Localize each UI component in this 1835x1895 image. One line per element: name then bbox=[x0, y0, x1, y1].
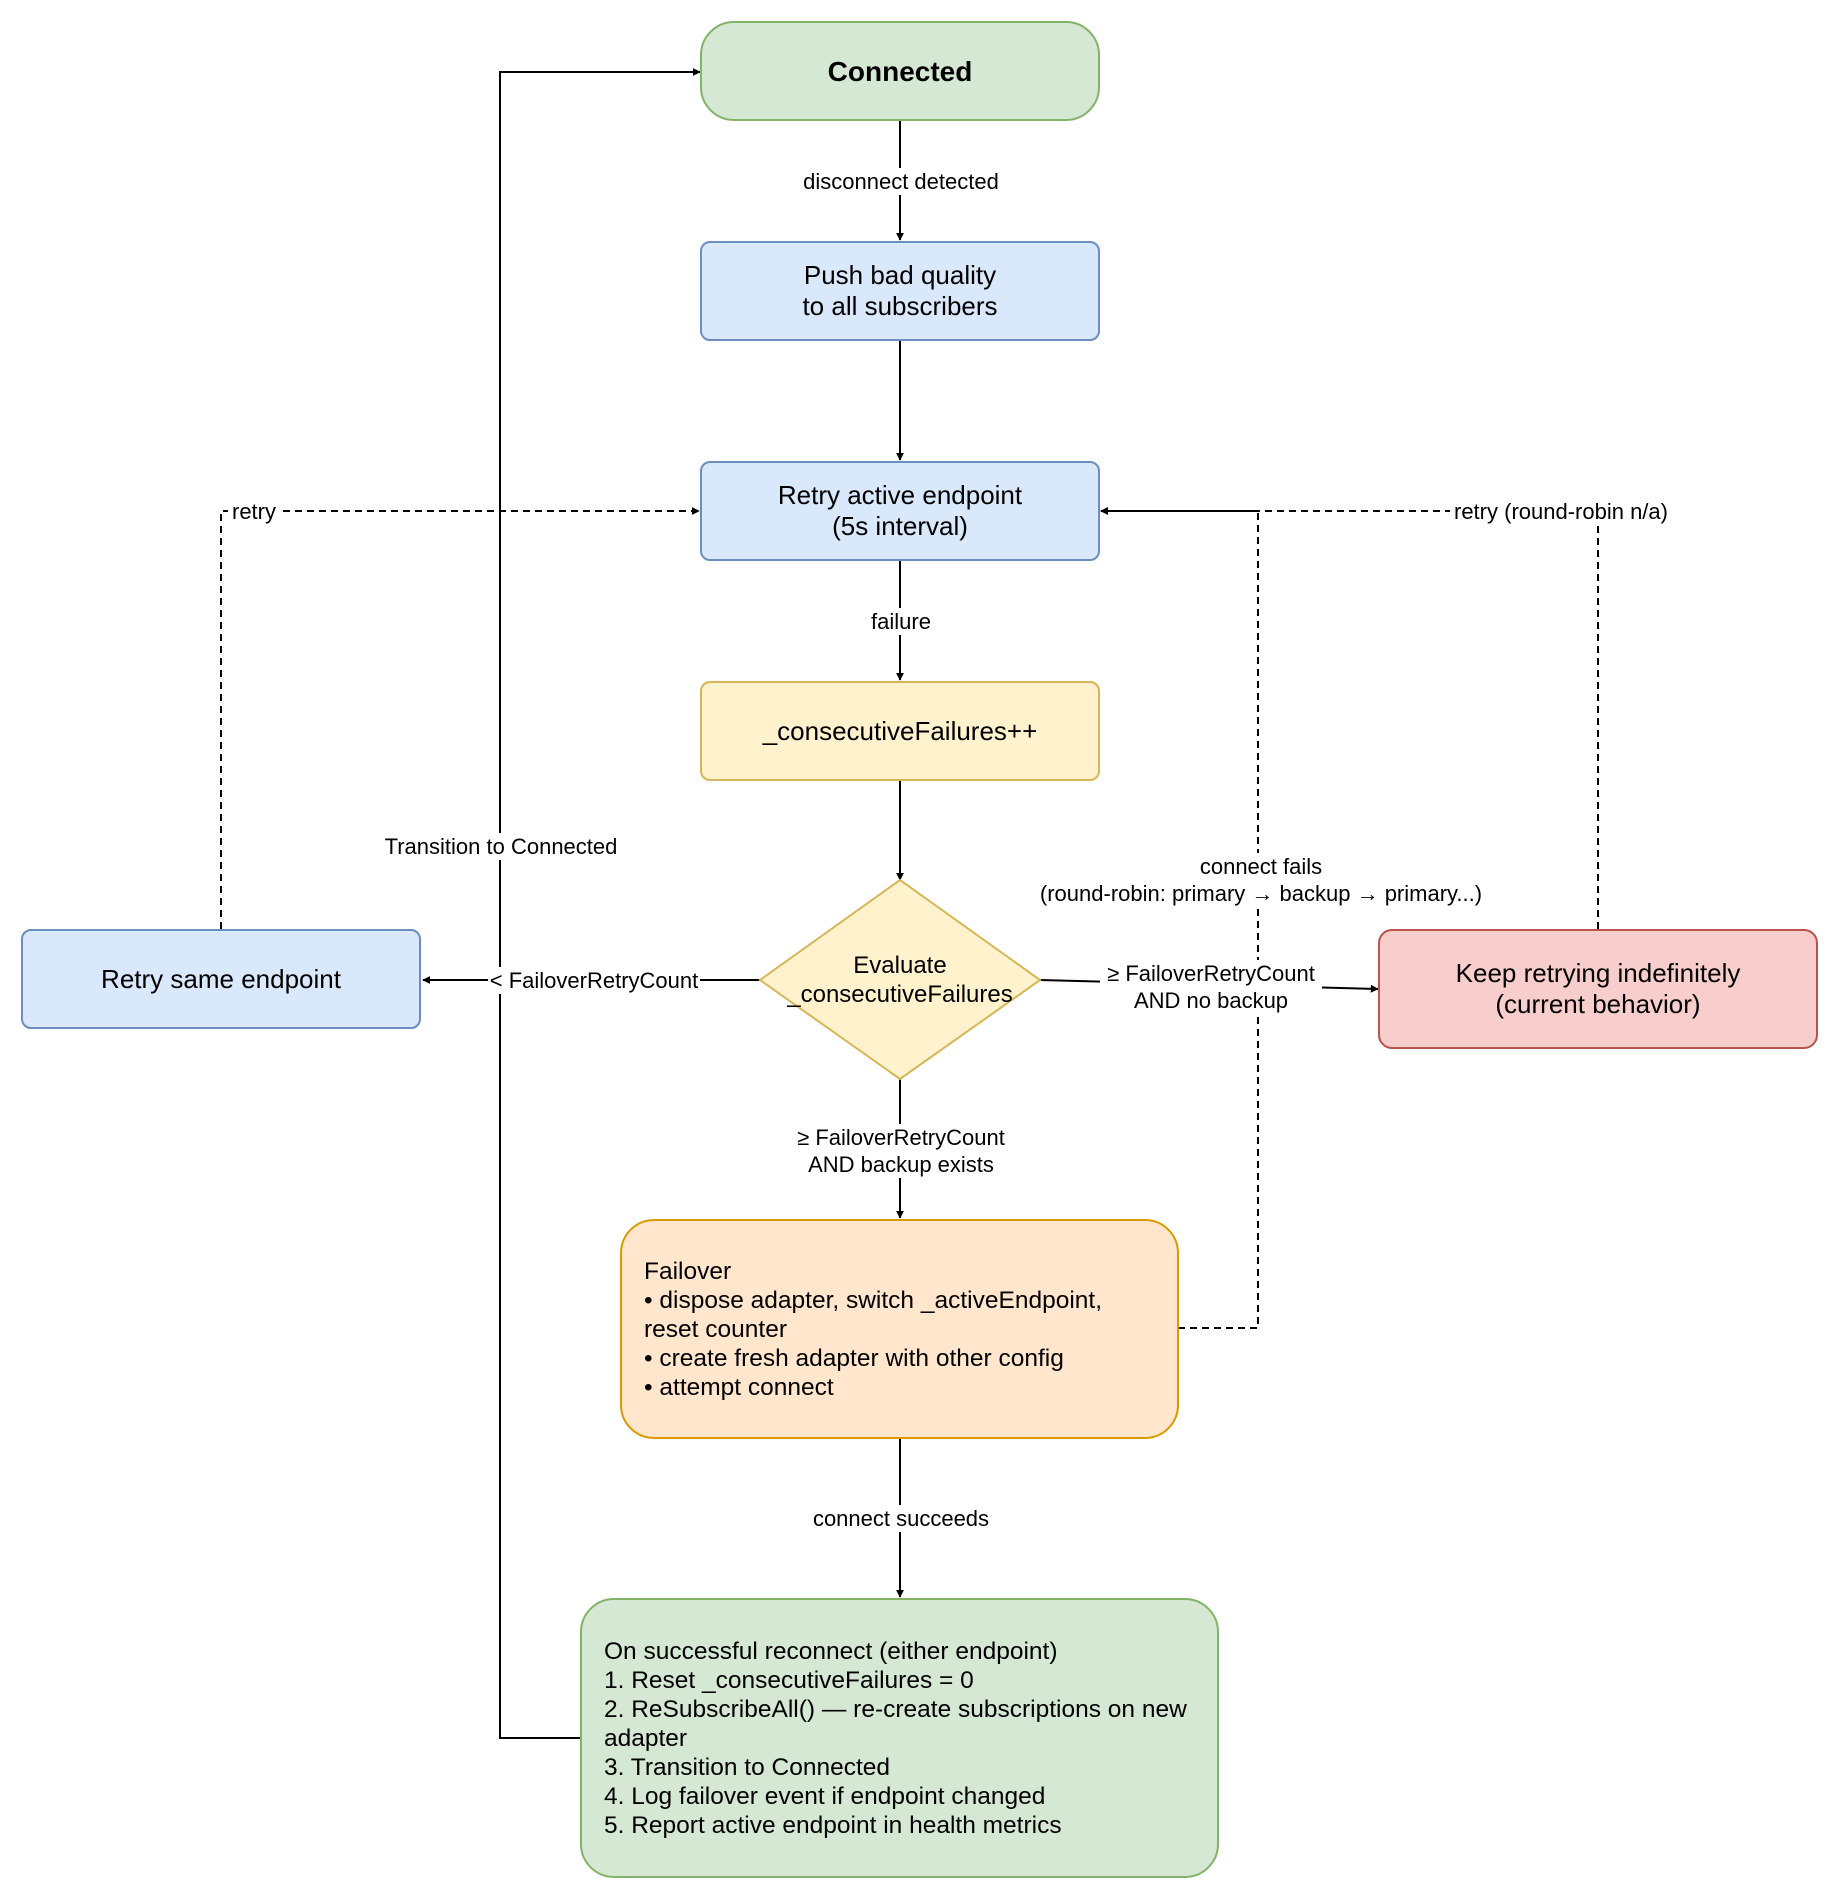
edge-label-ge-backup-exists: ≥ FailoverRetryCount AND backup exists bbox=[790, 1124, 1012, 1178]
failover-node: Failover • dispose adapter, switch _acti… bbox=[620, 1219, 1179, 1439]
edge-failover-to-retry-active bbox=[1100, 507, 1259, 1329]
consecutive-failures-node: _consecutiveFailures++ bbox=[700, 681, 1100, 781]
edge-label-connect-fails: connect fails (round-robin: primary → ba… bbox=[1035, 853, 1487, 907]
edge-reconnect-to-connected bbox=[499, 68, 701, 1739]
retry-active-endpoint-node: Retry active endpoint (5s interval) bbox=[700, 461, 1100, 561]
edge-label-disconnect-detected: disconnect detected bbox=[790, 168, 1012, 195]
retry-same-endpoint-node: Retry same endpoint bbox=[21, 929, 421, 1029]
edge-keep-retrying-to-retry-active bbox=[1100, 507, 1599, 929]
evaluate-diamond-shape bbox=[758, 878, 1042, 1081]
successful-reconnect-node: On successful reconnect (either endpoint… bbox=[580, 1598, 1219, 1878]
edge-label-failure: failure bbox=[860, 608, 942, 635]
edge-retry-same-to-retry-active bbox=[220, 507, 700, 929]
push-bad-quality-node: Push bad quality to all subscribers bbox=[700, 241, 1100, 341]
evaluate-decision-label: Evaluate _consecutiveFailures bbox=[787, 952, 1013, 1008]
edge-label-retry: retry bbox=[228, 498, 280, 525]
edge-label-transition-to-connected: Transition to Connected bbox=[380, 833, 622, 860]
edge-label-retry-round-robin: retry (round-robin n/a) bbox=[1450, 498, 1672, 525]
edge-label-connect-succeeds: connect succeeds bbox=[800, 1505, 1002, 1532]
keep-retrying-node: Keep retrying indefinitely (current beha… bbox=[1378, 929, 1818, 1049]
edge-label-less-than-retry-count: < FailoverRetryCount bbox=[488, 967, 700, 994]
edge-label-ge-no-backup: ≥ FailoverRetryCount AND no backup bbox=[1100, 960, 1322, 1014]
connected-node: Connected bbox=[700, 21, 1100, 121]
